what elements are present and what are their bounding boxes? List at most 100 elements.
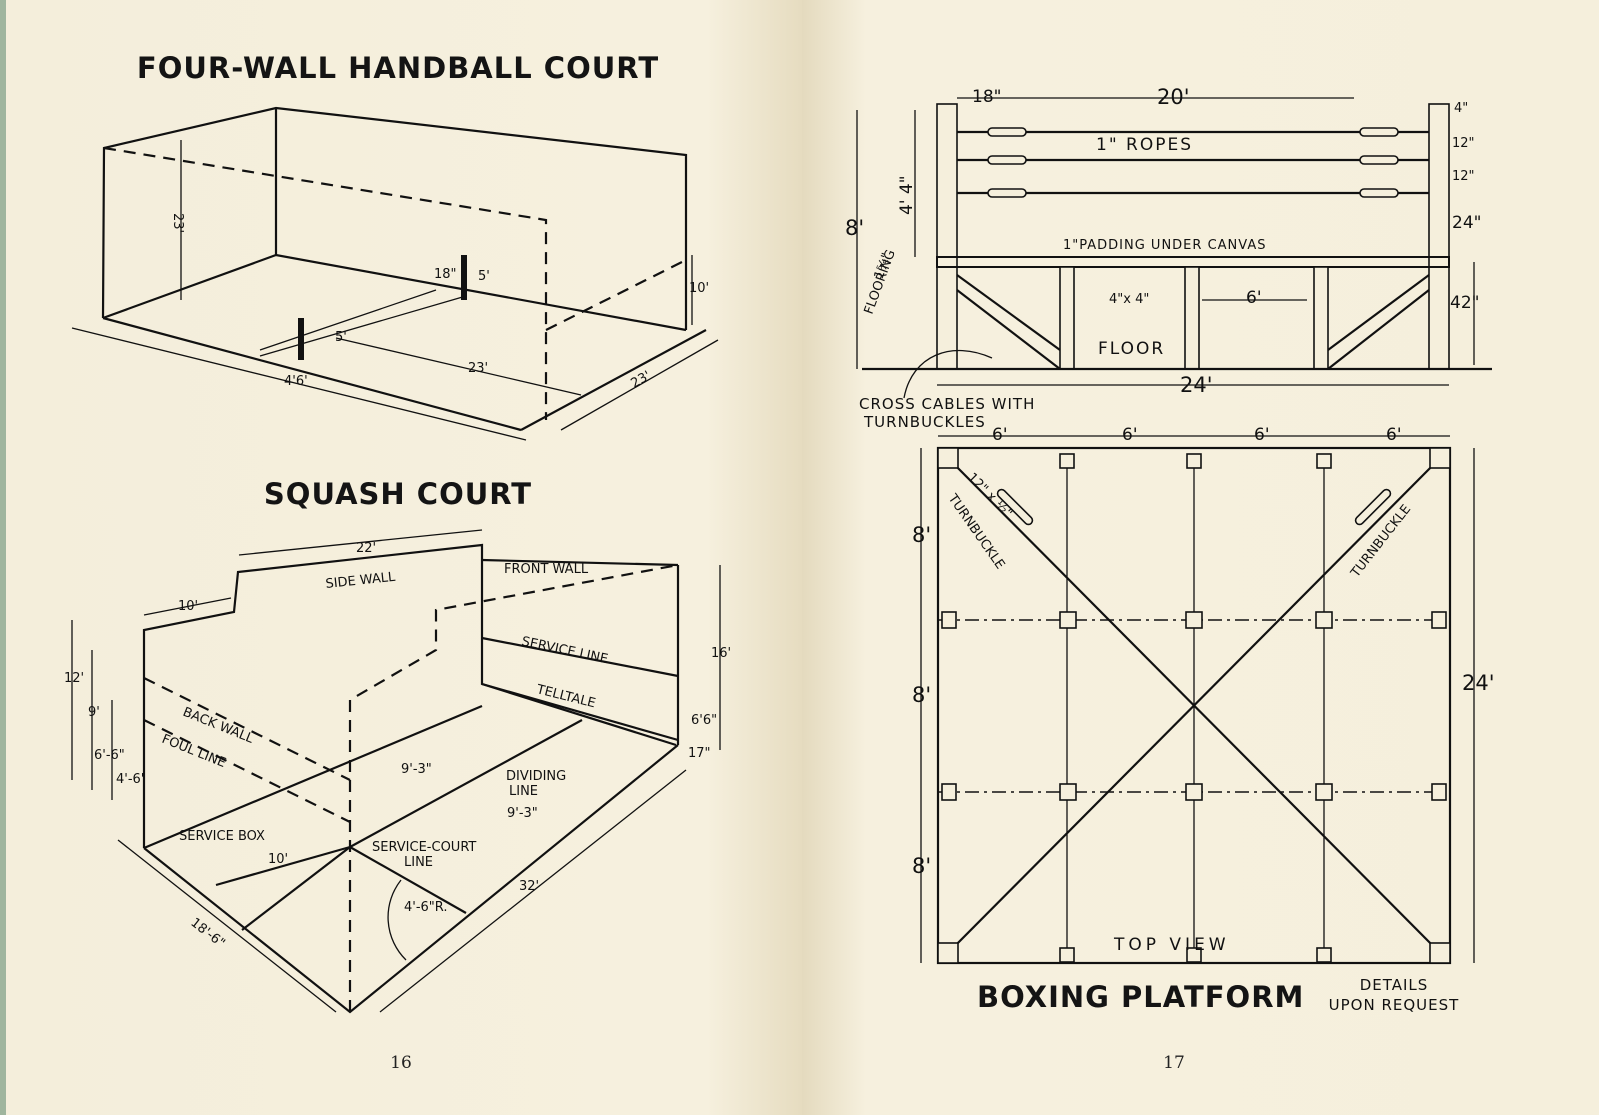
squash-back-wall-line xyxy=(143,677,351,781)
squash-court-title: SQUASH COURT xyxy=(264,477,532,511)
total-length-label: 24' xyxy=(1462,671,1495,695)
book-edge xyxy=(0,0,6,1115)
support-post-2 xyxy=(1184,266,1200,370)
squash-service-line xyxy=(481,636,679,678)
handball-court-title: FOUR-WALL HANDBALL COURT xyxy=(137,51,659,85)
page-number-16: 16 xyxy=(390,1053,412,1073)
handball-dim-23l xyxy=(335,337,582,396)
cross-cables-label: CROSS CABLES WITH xyxy=(859,395,1035,413)
page-number-17: 17 xyxy=(1163,1053,1185,1073)
squash-back-wall-dashed xyxy=(348,563,679,1012)
floor-label: FLOOR xyxy=(1098,339,1165,359)
squash-radius-label: 4'-6"R. xyxy=(404,900,448,915)
page-17: 18" 20' 1" ROPES 4" 12" 12" 24" 42" 1"PA… xyxy=(802,0,1599,1115)
left-corner-post xyxy=(936,103,958,370)
post-size-label: 4"x 4" xyxy=(1109,292,1149,307)
squash-box-line xyxy=(241,846,351,931)
squash-66-label: 6'6" xyxy=(691,713,717,728)
squash-radius-line xyxy=(349,846,467,914)
dim-18-label: 18" xyxy=(972,87,1001,107)
squash-radius-arc xyxy=(387,879,407,961)
squash-service-court-label: SERVICE-COURT xyxy=(372,840,476,855)
handball-23-width-label: 23' xyxy=(629,368,654,391)
handball-right-floor xyxy=(520,329,707,431)
post-mid-4 xyxy=(1059,783,1077,801)
squash-46-label: 4'-6' xyxy=(116,772,144,787)
squash-9-label: 9' xyxy=(88,705,100,720)
side-spacing-2-label: 8' xyxy=(912,683,931,707)
corner-post-br xyxy=(1429,942,1451,964)
handball-short5-label: 5' xyxy=(335,330,347,345)
left-page-drawing: FOUR-WALL HANDBALL COURT 23' xyxy=(64,51,731,1073)
top-spacing-2-label: 6' xyxy=(1122,425,1138,445)
turnbuckle-left-top xyxy=(996,488,1034,526)
post-bottom-2 xyxy=(1186,947,1202,963)
post-bottom-3 xyxy=(1316,947,1332,963)
handball-height-label: 23' xyxy=(170,213,185,233)
details-label: DETAILS xyxy=(1360,976,1429,994)
cross-cables-arrow xyxy=(903,349,993,399)
post-mid-r1 xyxy=(1431,611,1447,629)
cross-brace-right-b xyxy=(1327,289,1430,370)
canvas-padding xyxy=(936,256,1450,268)
squash-telltale xyxy=(481,682,679,742)
handball-short-line-b xyxy=(259,295,467,357)
turnbuckle-4 xyxy=(1359,127,1399,137)
handball-23-length-label: 23' xyxy=(468,361,488,376)
ropes-label: 1" ROPES xyxy=(1096,135,1193,155)
squash-dividing-label-2: LINE xyxy=(509,784,538,799)
handball-post xyxy=(461,255,467,300)
turnbuckle-6 xyxy=(1359,188,1399,198)
squash-foul-line xyxy=(143,719,351,823)
handball-back-wall-dashed xyxy=(103,146,548,420)
squash-10b-label: 10' xyxy=(268,852,288,867)
width-24-label: 24' xyxy=(1180,373,1213,397)
corner-post-bl xyxy=(937,942,959,964)
turnbuckle-3 xyxy=(987,188,1027,198)
side-spacing-1-label: 8' xyxy=(912,523,931,547)
handball-walls xyxy=(101,106,688,330)
top-view-caption: TOP VIEW xyxy=(1113,935,1230,955)
corner-post-tl xyxy=(937,447,959,469)
corner-post-tr xyxy=(1429,447,1451,469)
squash-186-label: 18'-6" xyxy=(188,915,228,951)
turnbuckle-1 xyxy=(987,127,1027,137)
handball-side-dashed xyxy=(545,259,687,331)
turnbuckle-right-top xyxy=(1354,488,1392,526)
squash-dim-32 xyxy=(379,769,687,1013)
handball-court-diagram: 23' 18" 5' 10' 5' 23' 23' 4'6' xyxy=(71,106,719,441)
height-44-label: 4' 4" xyxy=(897,175,917,215)
squash-service-line-label: SERVICE LINE xyxy=(520,634,609,667)
handball-dim-23w xyxy=(560,339,719,431)
top-spacing-3-label: 6' xyxy=(1254,425,1270,445)
squash-22-label: 22' xyxy=(356,541,376,556)
post-top-1 xyxy=(1059,453,1075,469)
squash-32-label: 32' xyxy=(519,879,539,894)
handball-floor-edge xyxy=(102,253,687,332)
handball-46-label: 4'6' xyxy=(284,374,308,389)
post-mid-3 xyxy=(1315,611,1333,629)
turnbuckle-5 xyxy=(1359,155,1399,165)
post-mid-r2 xyxy=(1431,783,1447,801)
squash-93a-label: 9'-3" xyxy=(401,762,432,777)
rope-gap-12b-label: 12" xyxy=(1452,169,1475,184)
handball-short-line-a xyxy=(259,289,437,351)
boxing-side-view: 18" 20' 1" ROPES 4" 12" 12" 24" 42" 1"PA… xyxy=(845,85,1492,431)
squash-12-label: 12' xyxy=(64,671,84,686)
padding-label: 1"PADDING UNDER CANVAS xyxy=(1063,238,1266,253)
post-mid-5 xyxy=(1185,783,1203,801)
right-page-drawing: 18" 20' 1" ROPES 4" 12" 12" 24" 42" 1"PA… xyxy=(845,85,1495,1073)
post-top-2 xyxy=(1186,453,1202,469)
squash-66b-label: 6'-6" xyxy=(94,748,125,763)
squash-93b-label: 9'-3" xyxy=(507,806,538,821)
squash-service-court-line xyxy=(215,845,351,887)
squash-dim-10 xyxy=(143,597,232,616)
post-bottom-1 xyxy=(1059,947,1075,963)
squash-16-label: 16' xyxy=(711,646,731,661)
page-16: FOUR-WALL HANDBALL COURT 23' xyxy=(6,0,802,1115)
squash-front-top xyxy=(481,558,679,567)
squash-front-wall-label: FRONT WALL xyxy=(504,562,589,577)
squash-dim-186 xyxy=(117,839,337,1013)
squash-side-wall-label: SIDE WALL xyxy=(325,570,397,592)
